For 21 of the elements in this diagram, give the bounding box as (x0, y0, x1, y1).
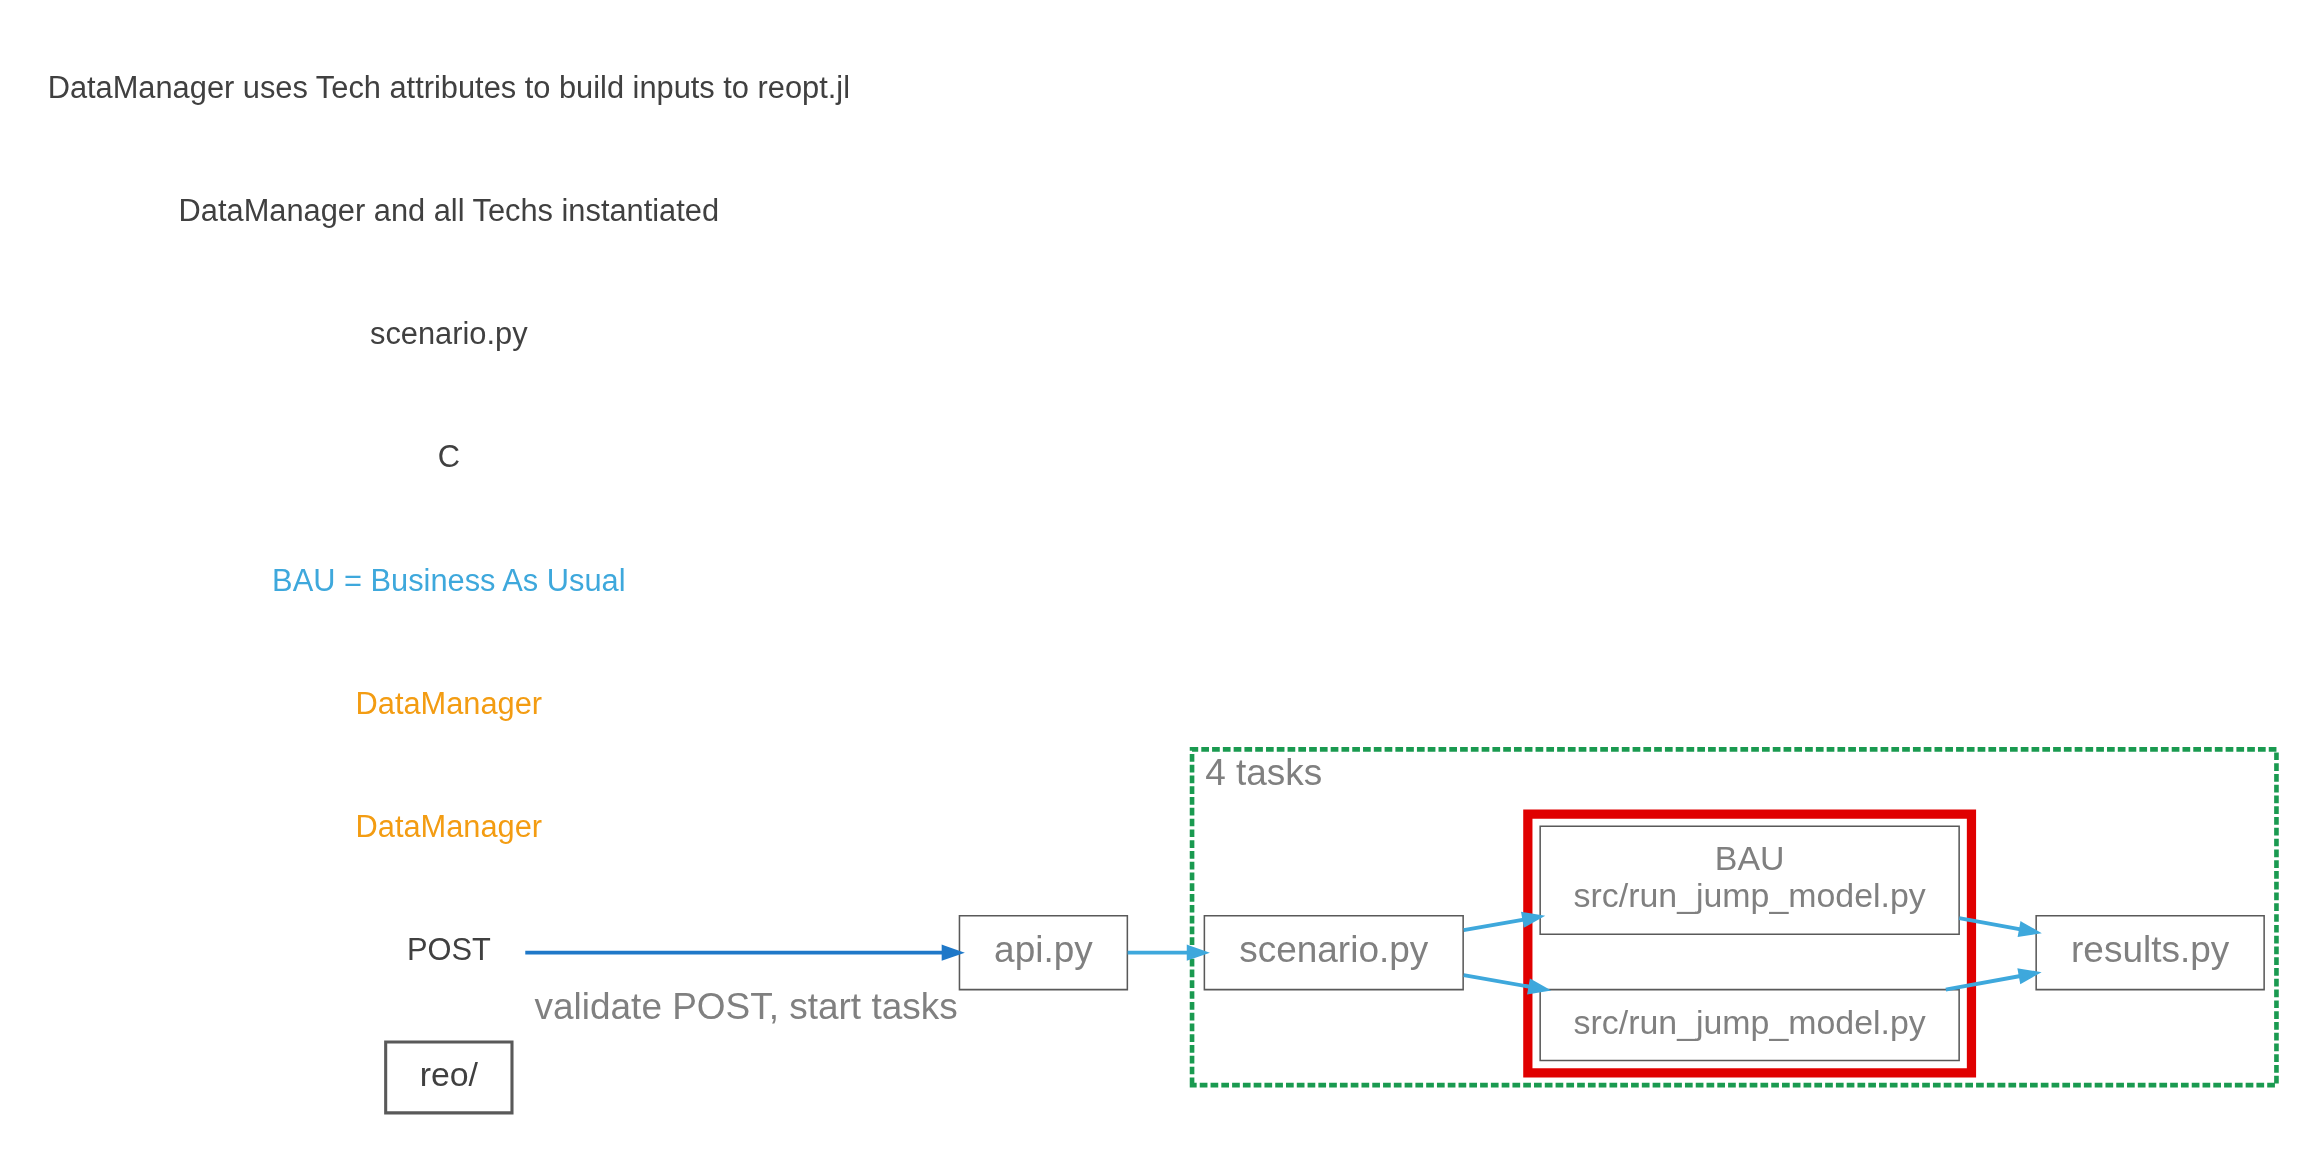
label: DataManager uses Tech attributes to build inputs to reopt.jl (47, 69, 850, 105)
arrow (1127, 944, 1210, 961)
node-box: src/run_jump_model.py (1539, 988, 1960, 1061)
label: DataManager (355, 808, 543, 844)
arrow (1945, 967, 2042, 991)
label: scenario.py (370, 315, 528, 351)
node-text: POST (406, 931, 491, 967)
label: BAU = Business As Usual (272, 562, 626, 598)
node-box: results.py (2035, 914, 2265, 990)
label: DataManager and all Techs instantiated (178, 192, 720, 228)
label: DataManager (355, 685, 543, 721)
node-box: reo/ (384, 1039, 514, 1114)
arrow (1958, 915, 2042, 937)
node-box: scenario.py (1203, 914, 1464, 990)
arrow (1463, 972, 1552, 994)
arrow (525, 944, 965, 961)
node-box: api.py (958, 914, 1129, 990)
node-box: BAU src/run_jump_model.py (1539, 825, 1960, 935)
arrow (1463, 911, 1546, 932)
node-label: validate POST, start tasks (534, 985, 958, 1027)
label: C (437, 438, 460, 474)
